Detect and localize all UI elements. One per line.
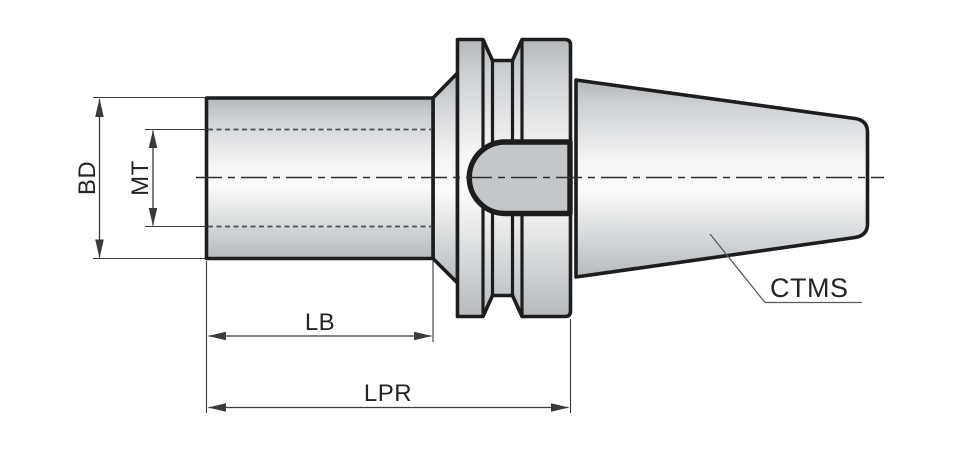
bd-arrow-down <box>95 239 104 258</box>
taper-shank <box>574 78 870 279</box>
mt-arrow-up <box>148 130 158 148</box>
callout-ctms: CTMS <box>709 233 862 304</box>
lb-arrow-right <box>414 331 432 341</box>
ctms-leader-line <box>709 233 862 304</box>
mt-arrow-down <box>148 208 158 226</box>
label-lb: LB <box>305 309 335 336</box>
lpr-arrow-right <box>551 403 569 412</box>
bd-arrow-up <box>95 98 104 117</box>
label-mt: MT <box>127 160 154 196</box>
dimension-lb: LB <box>205 261 434 413</box>
label-ctms: CTMS <box>770 273 849 303</box>
label-lpr: LPR <box>364 380 412 407</box>
lpr-arrow-left <box>208 403 226 412</box>
lb-arrow-left <box>208 331 226 341</box>
dimension-lpr: LPR <box>208 319 572 413</box>
dimension-bd: BD <box>74 96 207 260</box>
dimension-mt: MT <box>127 128 207 228</box>
label-bd: BD <box>74 161 101 195</box>
